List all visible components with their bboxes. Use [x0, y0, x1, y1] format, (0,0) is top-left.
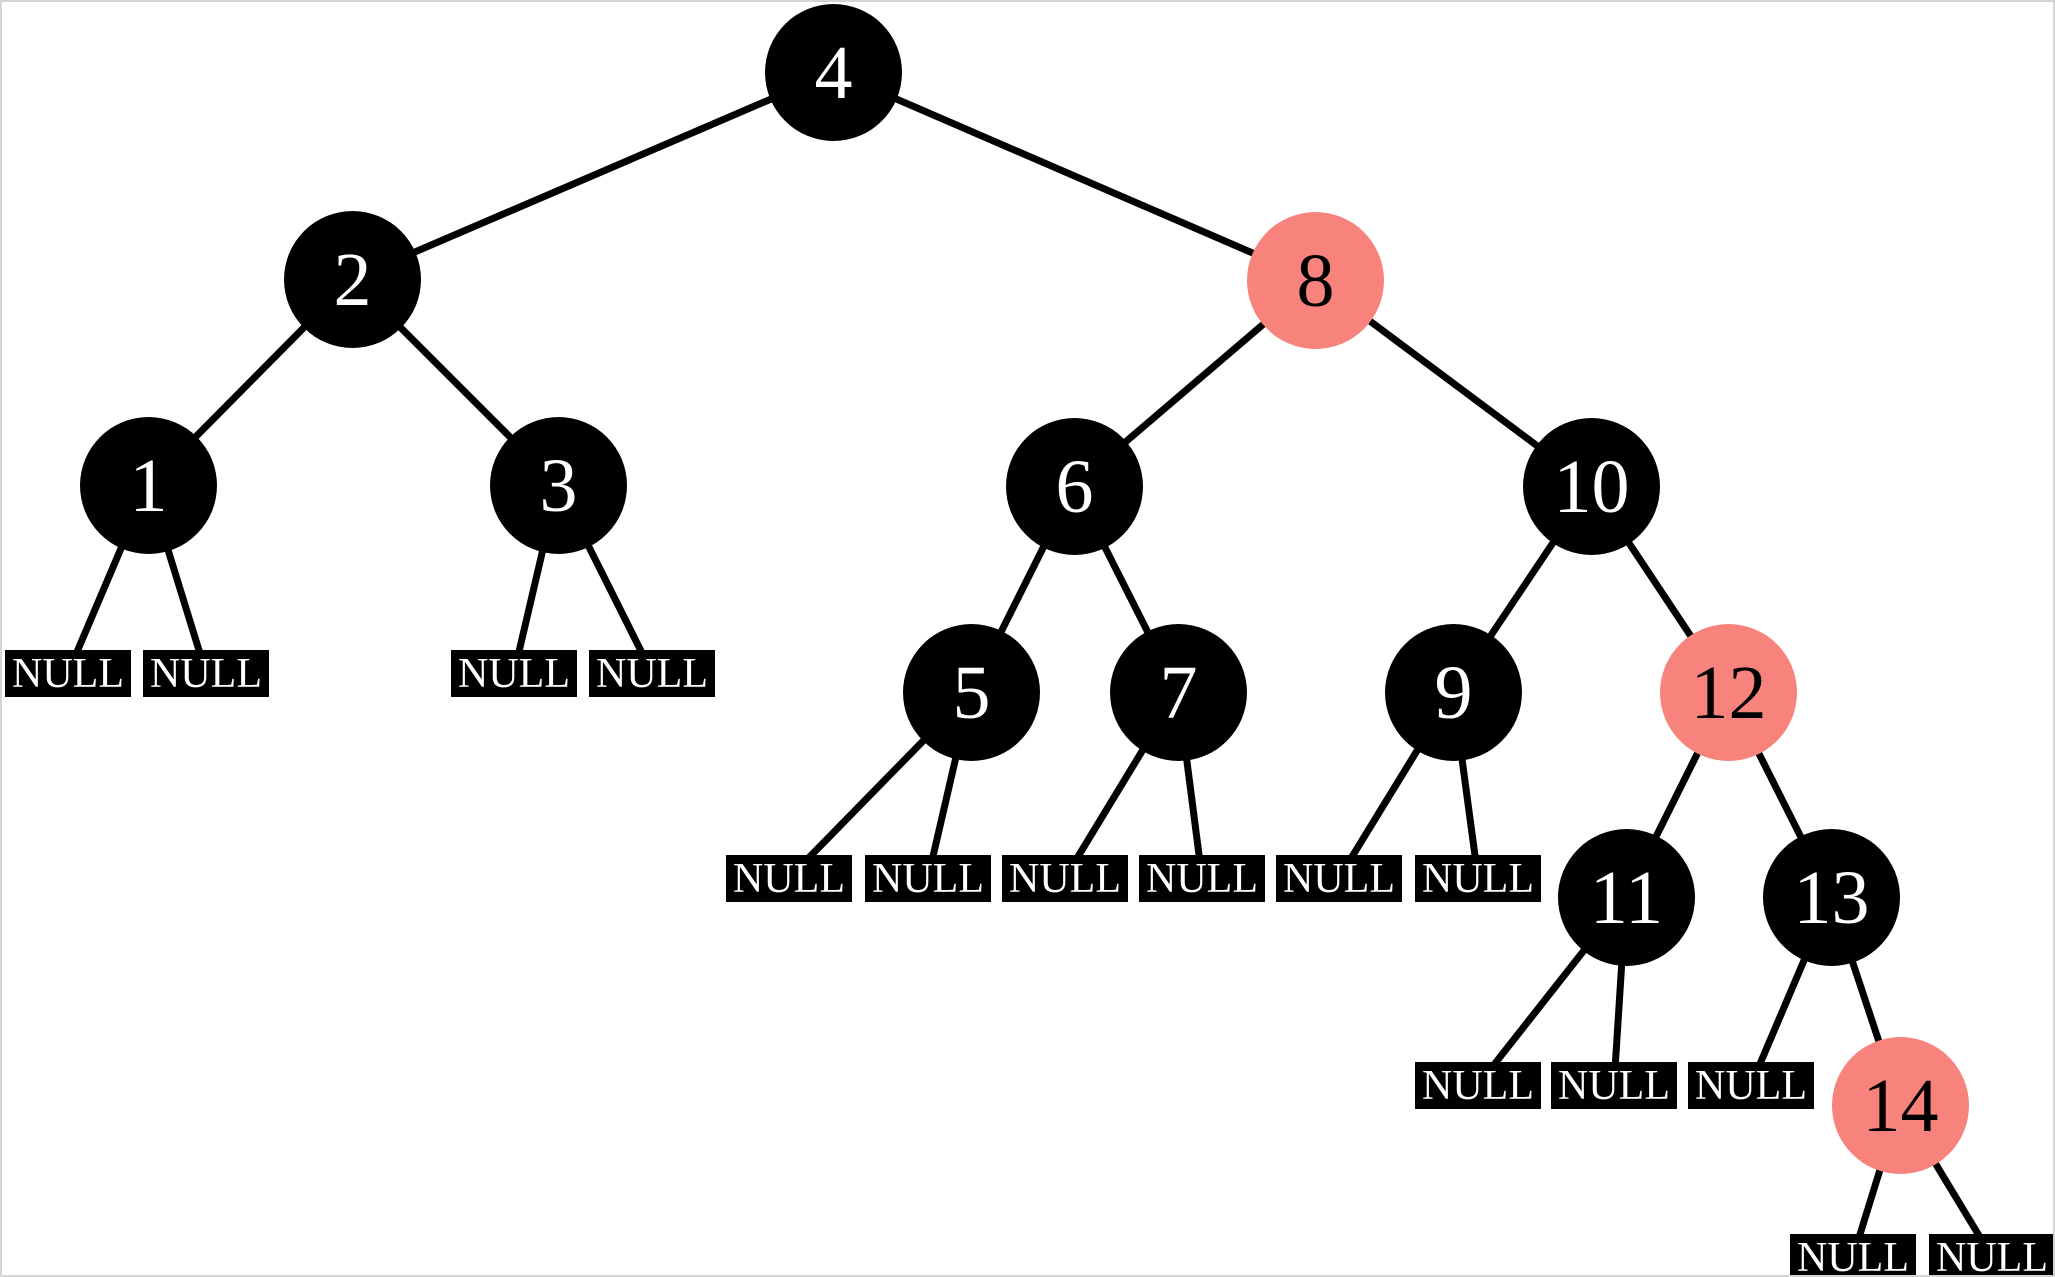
node-label: 12 [1690, 650, 1767, 735]
tree-node-5: 5 [903, 624, 1040, 761]
null-label: NULL [596, 650, 708, 697]
null-leaf-3-left: NULL [451, 650, 577, 697]
node-label: 3 [539, 443, 578, 528]
null-leaf-1-right: NULL [143, 650, 269, 697]
node-label: 7 [1159, 650, 1198, 735]
null-label: NULL [872, 855, 984, 902]
null-label: NULL [1283, 855, 1395, 902]
null-label: NULL [1009, 855, 1121, 902]
node-label: 13 [1793, 855, 1870, 940]
tree-node-14: 14 [1832, 1037, 1969, 1174]
null-label: NULL [150, 650, 262, 697]
null-leaf-7-left: NULL [1002, 855, 1128, 902]
node-label: 1 [129, 443, 168, 528]
null-label: NULL [1936, 1234, 2048, 1277]
null-label: NULL [1422, 855, 1534, 902]
tree-node-2: 2 [284, 211, 421, 348]
tree-node-12: 12 [1660, 624, 1797, 761]
node-label: 5 [952, 650, 991, 735]
tree-node-4: 4 [765, 4, 902, 141]
tree-node-11: 11 [1558, 829, 1695, 966]
null-leaf-1-left: NULL [5, 650, 131, 697]
null-leaf-7-right: NULL [1139, 855, 1265, 902]
null-leaf-11-left: NULL [1415, 1062, 1541, 1109]
null-leaf-9-left: NULL [1276, 855, 1402, 902]
node-label: 2 [333, 237, 372, 322]
null-leaf-14-right: NULL [1929, 1234, 2053, 1277]
tree-node-7: 7 [1110, 624, 1247, 761]
node-label: 11 [1589, 855, 1664, 940]
tree-node-13: 13 [1763, 829, 1900, 966]
null-label: NULL [1797, 1234, 1909, 1277]
null-leaf-3-right: NULL [589, 650, 715, 697]
tree-node-6: 6 [1006, 418, 1143, 555]
tree-node-1: 1 [80, 417, 217, 554]
node-label: 4 [814, 30, 853, 115]
node-label: 8 [1296, 238, 1335, 323]
null-label: NULL [458, 650, 570, 697]
edge-4-8 [832, 68, 1317, 284]
node-label: 14 [1862, 1063, 1939, 1148]
null-label: NULL [12, 650, 124, 697]
tree-node-9: 9 [1385, 624, 1522, 761]
tree-node-3: 3 [490, 417, 627, 554]
null-leaf-11-right: NULL [1551, 1062, 1677, 1109]
null-label: NULL [1558, 1062, 1670, 1109]
null-label: NULL [1695, 1062, 1807, 1109]
edge-4-2 [350, 68, 836, 283]
null-leaf-5-right: NULL [865, 855, 991, 902]
null-leaf-13-left: NULL [1688, 1062, 1814, 1109]
null-leaf-14-left: NULL [1790, 1234, 1916, 1277]
null-label: NULL [1146, 855, 1258, 902]
tree-node-8: 8 [1247, 212, 1384, 349]
null-label: NULL [1422, 1062, 1534, 1109]
node-label: 6 [1055, 444, 1094, 529]
null-leaf-9-right: NULL [1415, 855, 1541, 902]
null-leaf-5-left: NULL [726, 855, 852, 902]
null-label: NULL [733, 855, 845, 902]
node-label: 9 [1434, 650, 1473, 735]
tree-node-10: 10 [1523, 418, 1660, 555]
node-label: 10 [1553, 444, 1630, 529]
